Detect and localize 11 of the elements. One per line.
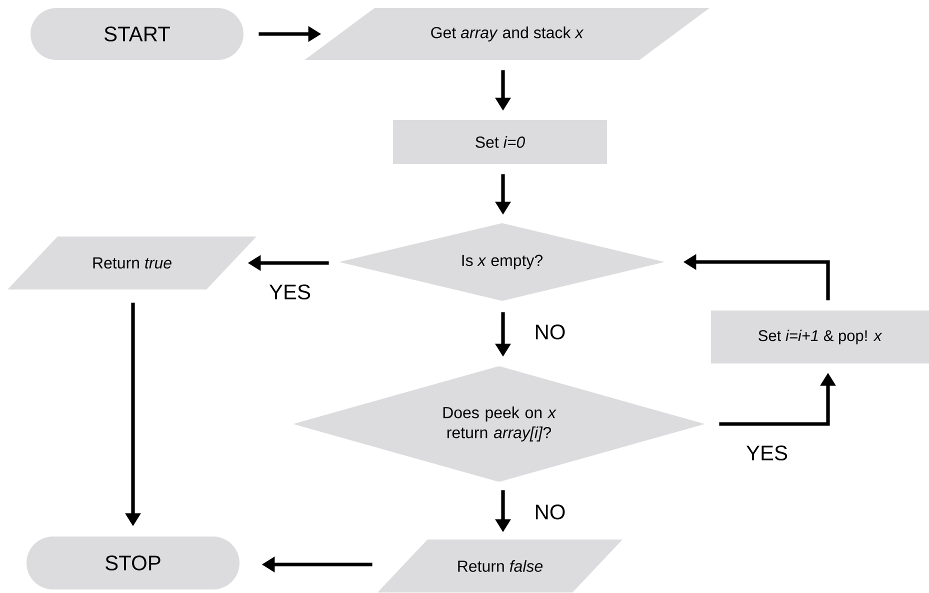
terminal-box: STOP: [26, 536, 240, 590]
io-parallelogram: Get array and stack x: [304, 8, 710, 60]
io-parallelogram: Return false: [378, 540, 622, 592]
process-box: Set i=0: [393, 120, 607, 164]
edge-label: NO: [533, 324, 567, 340]
edge-label: NO: [533, 504, 567, 520]
process-box: Set i=i+1 & pop! x: [711, 310, 929, 364]
edge-label: YES: [268, 284, 312, 300]
edge-label: YES: [745, 444, 790, 462]
io-parallelogram: Return true: [8, 236, 256, 290]
terminal-box: START: [30, 8, 244, 60]
